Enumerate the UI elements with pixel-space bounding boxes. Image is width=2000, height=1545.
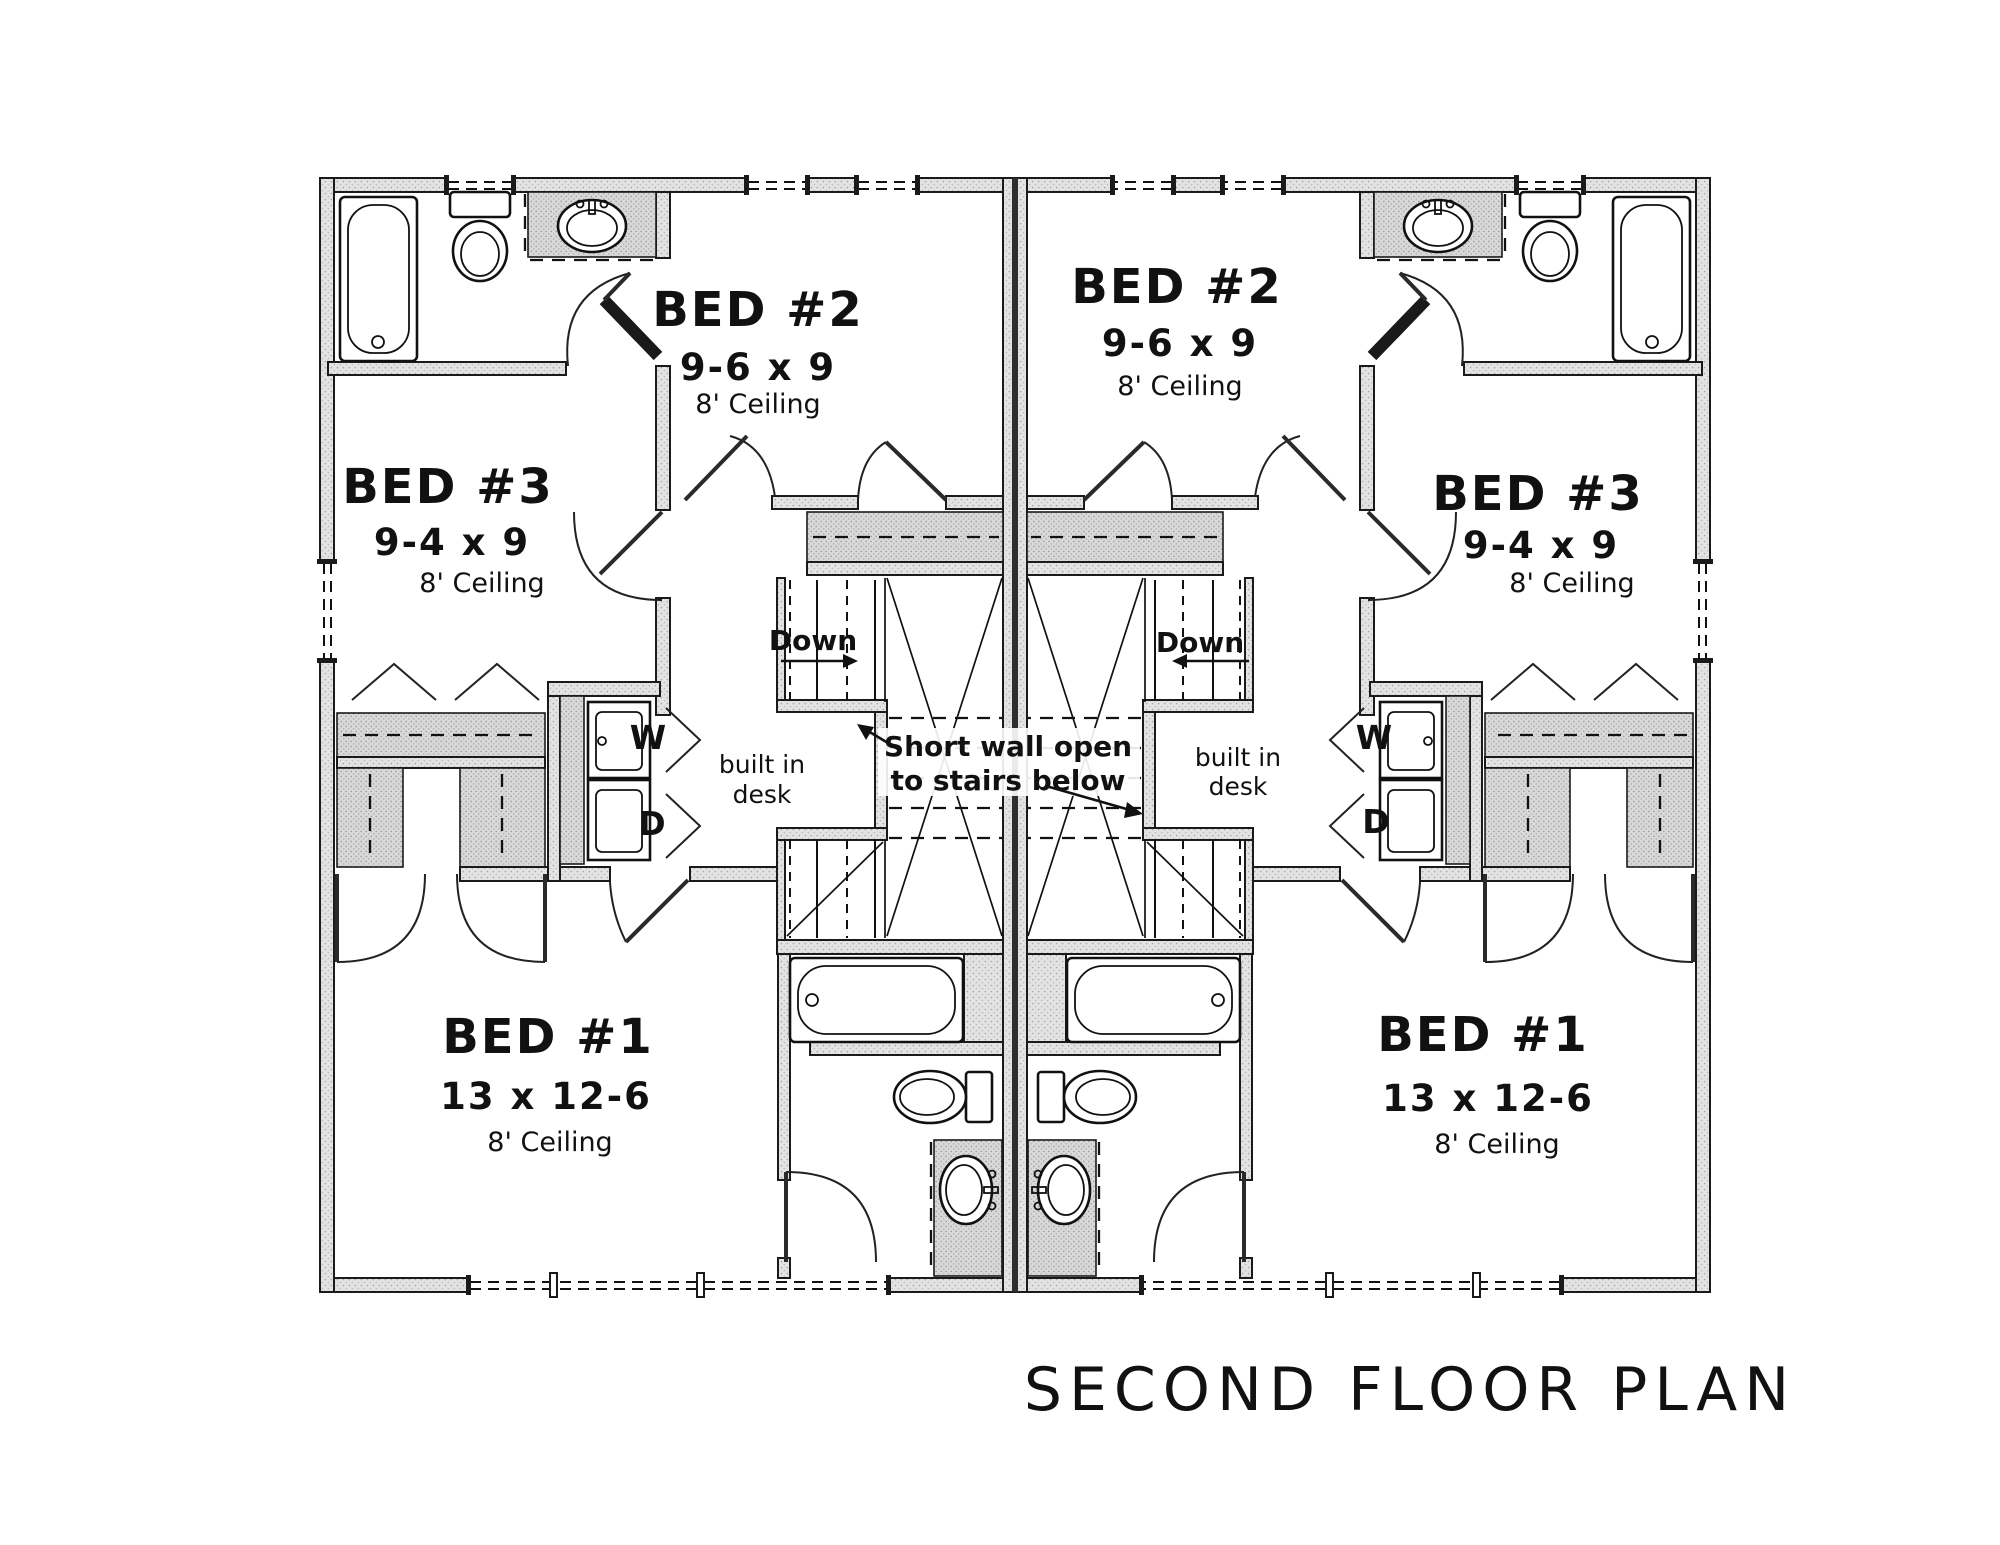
desk-left-label-2: desk [733,780,792,809]
bed1-left-name: BED #1 [442,1009,654,1065]
bed2-right-name: BED #2 [1071,259,1283,315]
drawing-title: SECOND FLOOR PLAN [1024,1355,1796,1425]
bed2-left-ceiling: 8' Ceiling [695,389,820,420]
bed3-left-ceiling: 8' Ceiling [419,568,544,599]
bed2-right-dims: 9-6 x 9 [1102,322,1258,365]
bed2-left-dims: 9-6 x 9 [680,346,836,389]
bed1-right-ceiling: 8' Ceiling [1434,1129,1559,1160]
bed1-left-dims: 13 x 12-6 [440,1075,652,1118]
bed1-right-name: BED #1 [1377,1007,1589,1063]
stairs-left-down-label: Down [769,624,857,657]
bed1-left-ceiling: 8' Ceiling [487,1127,612,1158]
bed3-right-ceiling: 8' Ceiling [1509,568,1634,599]
desk-right-label-1: built in [1195,743,1281,772]
washer-right-label: W [1356,718,1392,757]
washer-left-label: W [630,718,666,757]
desk-right-label-2: desk [1209,772,1268,801]
bed2-right-ceiling: 8' Ceiling [1117,371,1242,402]
short-wall-annotation: Short wall open to stairs below [857,724,1143,818]
dryer-right-label: D [1362,802,1389,841]
dryer-left-label: D [638,804,665,843]
annotation-leader-right [1045,784,1143,818]
bed3-left-dims: 9-4 x 9 [374,521,530,564]
bed2-left-name: BED #2 [652,282,864,338]
annotation-line-2: to stairs below [891,764,1126,797]
bed3-right-name: BED #3 [1432,466,1644,522]
annotation-leader-left [857,724,899,751]
desk-left-label-1: built in [719,750,805,779]
bed1-right-dims: 13 x 12-6 [1382,1077,1594,1120]
bed3-right-dims: 9-4 x 9 [1463,524,1619,567]
stairs-right-down-label: Down [1156,626,1244,659]
bed3-left-name: BED #3 [342,459,554,515]
annotation-line-1: Short wall open [884,730,1132,763]
